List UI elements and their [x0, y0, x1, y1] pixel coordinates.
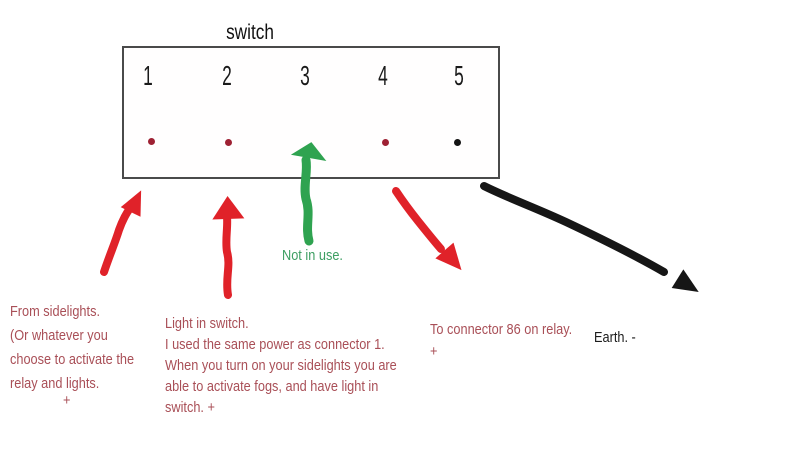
terminal-number-5: 5	[454, 60, 464, 91]
red-arrow-terminal-2	[212, 196, 245, 299]
terminal-number-2: 2	[222, 60, 232, 91]
note-light-in-switch: Light in switch. I used the same power a…	[165, 315, 397, 416]
note-not-in-use: Not in use.	[282, 247, 343, 264]
diagram-title: switch	[226, 21, 274, 44]
terminal-dot-2	[225, 139, 232, 146]
note-from-sidelights: From sidelights. (Or whatever you choose…	[10, 303, 135, 392]
red-arrow-terminal-1	[100, 190, 142, 276]
switch-box	[122, 46, 500, 179]
red-arrow-terminal-4	[392, 187, 462, 271]
note-from-sidelights-plus: +	[63, 392, 71, 409]
note-earth: Earth. -	[594, 329, 636, 346]
terminal-dot-1	[148, 138, 155, 145]
black-arrow-terminal-5	[480, 182, 699, 292]
terminal-number-4: 4	[378, 60, 388, 91]
note-connector-86: To connector 86 on relay. +	[430, 321, 573, 360]
terminal-number-3: 3	[300, 60, 310, 91]
terminal-number-1: 1	[143, 60, 153, 91]
terminal-dot-4	[382, 139, 389, 146]
terminal-dot-5	[454, 139, 461, 146]
